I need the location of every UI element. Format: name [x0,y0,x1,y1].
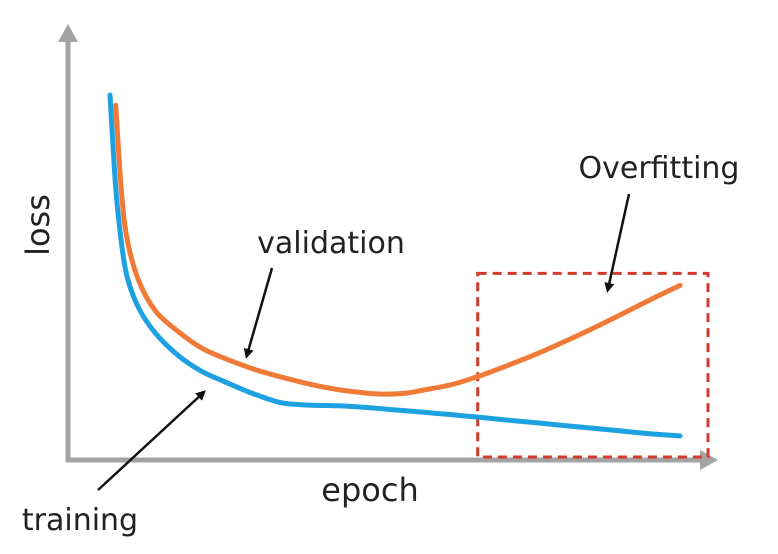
y-axis-label: loss [19,194,57,256]
validation-annotation-label: validation [257,226,405,261]
overfitting-pointer-arrow [604,193,631,293]
training-annotation-label: training [22,503,138,538]
overfitting-region-box [476,271,710,459]
validation-pointer-arrow [243,267,274,359]
training-pointer-arrow [97,390,206,491]
y-axis-arrowhead [58,24,78,42]
overfitting-annotation-label: Overfitting [579,151,740,186]
validation-curve [113,102,683,397]
x-axis-arrowhead [700,450,718,470]
training-curve [107,92,683,439]
x-axis-label: epoch [321,471,418,509]
axes [58,24,718,470]
